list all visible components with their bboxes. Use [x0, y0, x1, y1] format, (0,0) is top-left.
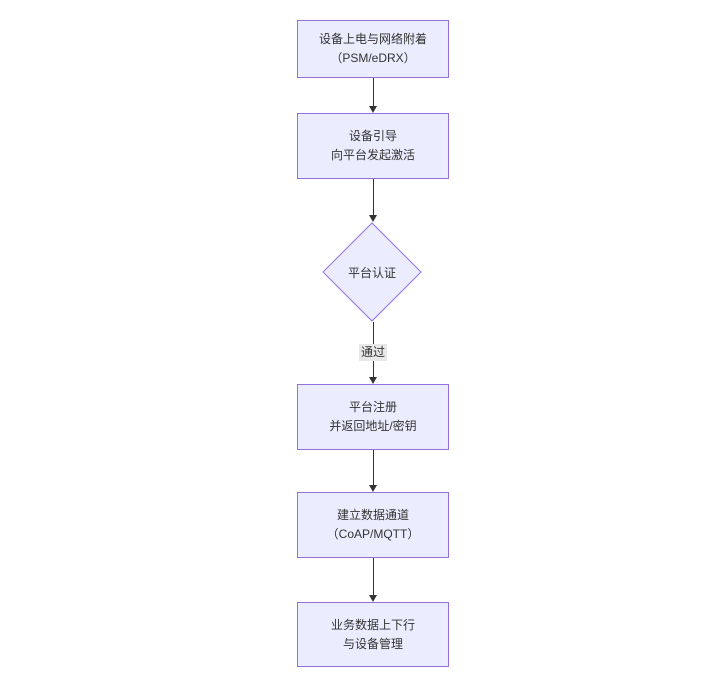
node-text-line1: 业务数据上下行 — [330, 617, 415, 632]
edge-bootstrap-to-auth — [353, 179, 393, 222]
node-text-line2: 向平台发起激活 — [330, 148, 415, 162]
node-text-line1: 设备上电与网络附着 — [318, 32, 427, 46]
edge-power-to-bootstrap — [353, 78, 393, 113]
node-text-line1: 平台认证 — [347, 265, 396, 280]
arrowhead-down-icon — [369, 595, 377, 602]
node-label: 平台注册 并返回地址/密钥 — [329, 398, 416, 436]
node-register: 平台注册 并返回地址/密钥 — [297, 384, 449, 450]
node-text-line1: 设备引导 — [348, 129, 397, 143]
diamond-shape-icon — [322, 222, 422, 322]
node-label: 业务数据上下行 与设备管理 — [331, 616, 415, 654]
edge-line — [372, 450, 374, 486]
node-text-line2: 与设备管理 — [342, 636, 403, 651]
arrowhead-down-icon — [369, 106, 377, 113]
node-power-on: 设备上电与网络附着 （PSM/eDRX） — [297, 20, 449, 78]
edge-label-pass: 通过 — [358, 344, 388, 361]
node-text-line2: （CoAP/MQTT） — [326, 527, 420, 541]
node-business: 业务数据上下行 与设备管理 — [297, 602, 449, 667]
edge-channel-to-business — [353, 558, 393, 602]
node-text-line2: （PSM/eDRX） — [330, 51, 416, 65]
node-text-line2: 并返回地址/密钥 — [329, 419, 417, 433]
edge-line — [372, 78, 374, 107]
node-data-channel: 建立数据通道 （CoAP/MQTT） — [297, 492, 449, 558]
node-text-line1: 平台注册 — [348, 400, 397, 414]
node-text-line1: 建立数据通道 — [336, 508, 409, 522]
edge-register-to-channel — [353, 450, 393, 492]
node-label: 设备上电与网络附着 （PSM/eDRX） — [319, 30, 427, 68]
node-label: 设备引导 向平台发起激活 — [331, 127, 415, 165]
edge-line — [372, 179, 374, 216]
edge-auth-to-register: 通过 — [353, 322, 393, 384]
arrowhead-down-icon — [369, 215, 377, 222]
arrowhead-down-icon — [369, 377, 377, 384]
edge-line — [372, 558, 374, 596]
node-label: 建立数据通道 （CoAP/MQTT） — [327, 506, 420, 544]
arrowhead-down-icon — [369, 485, 377, 492]
node-platform-auth: 平台认证 — [322, 222, 422, 322]
node-bootstrap: 设备引导 向平台发起激活 — [297, 113, 449, 179]
